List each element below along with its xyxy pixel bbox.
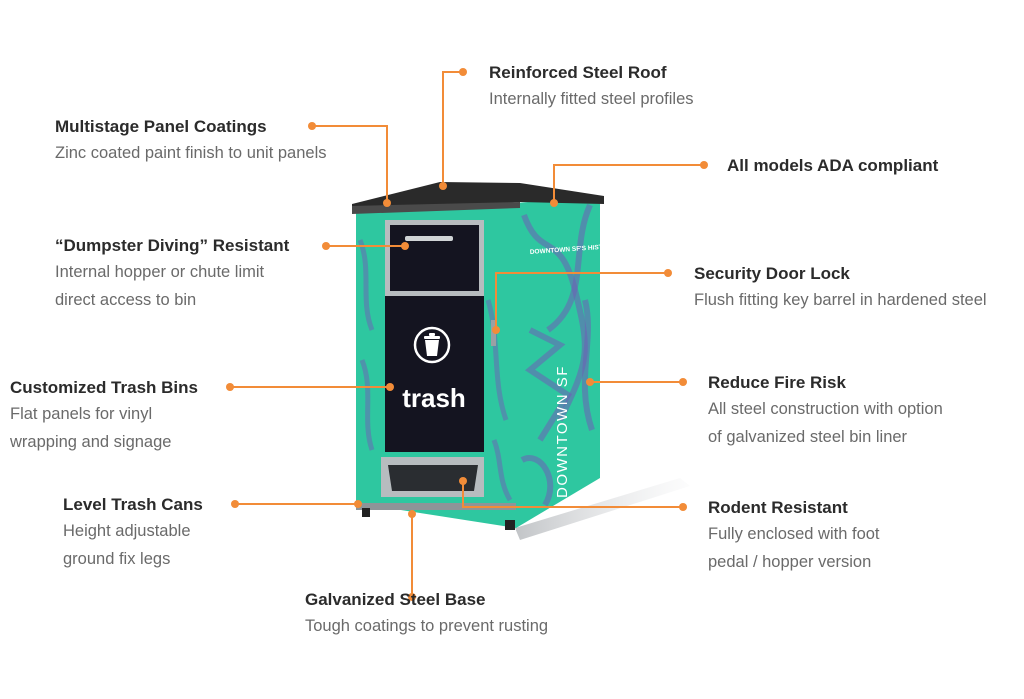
dot-rodent-unit (459, 477, 467, 485)
dot-dumpster-unit (401, 242, 409, 250)
callout-ada: All models ADA compliant (727, 154, 938, 178)
trash-icon-circle (413, 326, 451, 364)
dot-roof-label (459, 68, 467, 76)
callout-custom: Customized Trash Bins Flat panels for vi… (10, 376, 198, 456)
callout-title: Reduce Fire Risk (708, 373, 846, 392)
leader-rodent (462, 481, 683, 508)
callout-desc: ground fix legs (63, 550, 171, 568)
callout-level: Level Trash Cans Height adjustable groun… (63, 493, 203, 573)
callout-desc: wrapping and signage (10, 433, 172, 451)
leader-coatings (312, 125, 388, 203)
leg-left (362, 508, 370, 517)
callout-title: Customized Trash Bins (10, 378, 198, 397)
callout-desc: direct access to bin (55, 291, 197, 309)
callout-desc: Internally fitted steel profiles (489, 90, 694, 108)
dot-roof-unit (439, 182, 447, 190)
hopper-opening (390, 225, 479, 291)
side-text-vertical: DOWNTOWN SF (554, 365, 571, 498)
callout-title: Level Trash Cans (63, 495, 203, 514)
leg-right (505, 520, 515, 530)
callout-coatings: Multistage Panel Coatings Zinc coated pa… (55, 115, 327, 167)
roof-edge (352, 202, 520, 214)
pedal-opening (388, 465, 478, 491)
dot-fire-label (679, 378, 687, 386)
callout-desc: Flat panels for vinyl (10, 405, 153, 423)
dot-base-label (408, 593, 416, 601)
dot-fire-unit (586, 378, 594, 386)
callout-fire: Reduce Fire Risk All steel construction … (708, 371, 943, 451)
callout-desc: Internal hopper or chute limit (55, 263, 265, 281)
callout-title: All models ADA compliant (727, 156, 939, 175)
callout-desc: Fully enclosed with foot (708, 525, 880, 543)
callout-desc: Tough coatings to prevent rusting (305, 617, 549, 635)
dot-level-label (231, 500, 239, 508)
callout-title: Reinforced Steel Roof (489, 63, 667, 82)
leader-dots (226, 68, 708, 601)
front-pattern (357, 239, 513, 502)
callout-title: “Dumpster Diving” Resistant (55, 236, 290, 255)
dot-custom-unit (386, 383, 394, 391)
ground-shadow (515, 478, 690, 540)
callout-title: Multistage Panel Coatings (55, 117, 267, 136)
callout-title: Rodent Resistant (708, 498, 848, 517)
leader-ada (553, 164, 704, 203)
leader-lines (230, 71, 704, 597)
callout-desc: Flush fitting key barrel in hardened ste… (694, 291, 987, 309)
callout-roof: Reinforced Steel Roof Internally fitted … (489, 61, 694, 113)
dot-level-unit (354, 500, 362, 508)
leader-roof (442, 71, 463, 182)
trash-can-icon (424, 333, 440, 356)
dot-lock-unit (492, 326, 500, 334)
dot-lock-label (664, 269, 672, 277)
base-strip (356, 503, 516, 510)
callout-title: Security Door Lock (694, 264, 850, 283)
callout-title: Galvanized Steel Base (305, 590, 486, 609)
dot-coatings-unit (383, 199, 391, 207)
callout-desc: Height adjustable (63, 522, 191, 540)
callout-desc: of galvanized steel bin liner (708, 428, 908, 446)
dot-coatings-label (308, 122, 316, 130)
dot-ada-unit (550, 199, 558, 207)
callout-rodent: Rodent Resistant Fully enclosed with foo… (708, 496, 880, 576)
hopper-handle (405, 236, 453, 241)
leader-lock (495, 272, 668, 330)
dot-custom-label (226, 383, 234, 391)
dot-ada-label (700, 161, 708, 169)
callout-desc: pedal / hopper version (708, 553, 872, 571)
dot-dumpster-label (322, 242, 330, 250)
callout-desc: All steel construction with option (708, 400, 943, 418)
callout-base: Galvanized Steel Base Tough coatings to … (305, 588, 548, 640)
callout-desc: Zinc coated paint finish to unit panels (55, 144, 327, 162)
callout-lock: Security Door Lock Flush fitting key bar… (694, 262, 987, 314)
callout-dumpster: “Dumpster Diving” Resistant Internal hop… (55, 234, 289, 314)
front-panel (385, 296, 484, 452)
dot-base-unit (408, 510, 416, 518)
trash-label: trash (402, 383, 466, 413)
dot-rodent-label (679, 503, 687, 511)
